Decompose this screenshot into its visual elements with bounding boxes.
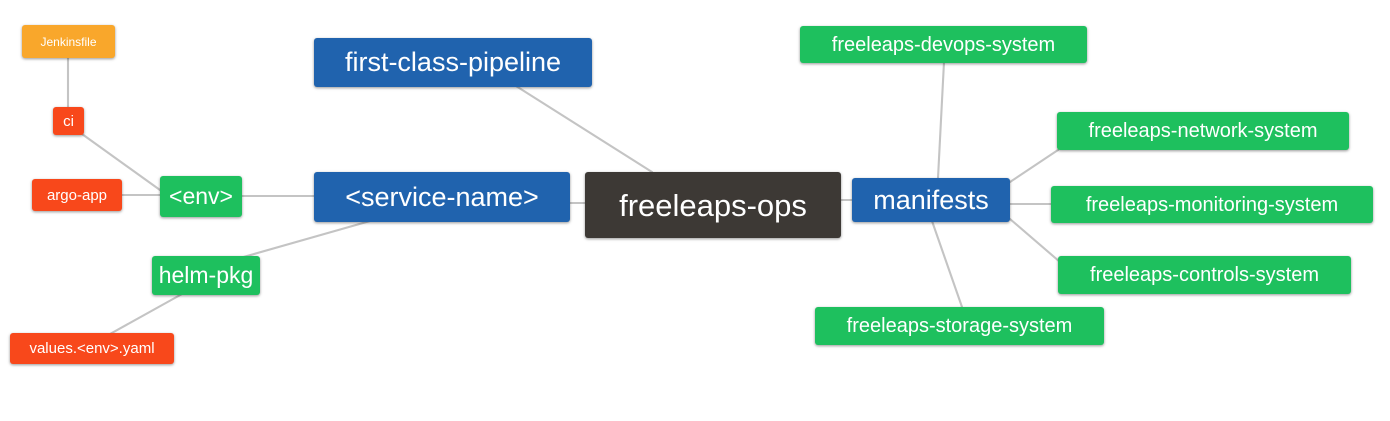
node-label: <service-name>: [345, 181, 539, 212]
node-label: first-class-pipeline: [344, 47, 562, 77]
edge-valuesyaml-helmpkg: [108, 292, 184, 336]
node-label: values.<env>.yaml: [29, 340, 155, 357]
node-helm-pkg[interactable]: helm-pkg: [152, 256, 260, 295]
edge-manifests-devopssystem: [936, 60, 946, 180]
node-freeleaps-network-system[interactable]: freeleaps-network-system: [1057, 112, 1349, 150]
node-manifests[interactable]: manifests: [852, 178, 1010, 222]
node-jenkinsfile[interactable]: Jenkinsfile: [22, 25, 115, 58]
node-label: freeleaps-ops: [619, 187, 807, 223]
node-label: argo-app: [46, 186, 108, 204]
node-label: ci: [63, 112, 74, 130]
node-label: freeleaps-storage-system: [846, 315, 1073, 337]
node-ci[interactable]: ci: [53, 107, 84, 135]
node-label: freeleaps-controls-system: [1090, 264, 1319, 286]
node-freeleaps-storage-system[interactable]: freeleaps-storage-system: [815, 307, 1104, 345]
edge-firstclasspipeline-root: [514, 84, 654, 174]
node-argo-app[interactable]: argo-app: [32, 179, 122, 211]
edge-manifests-storagesystem: [930, 219, 964, 309]
node-label: helm-pkg: [158, 262, 254, 288]
node-label: Jenkinsfile: [40, 34, 97, 49]
edge-helmpkg-servicename: [238, 219, 372, 260]
edge-manifests-controlssystem: [1008, 217, 1062, 264]
edge-manifests-networksystem: [1008, 148, 1060, 184]
node-label: manifests: [873, 184, 989, 215]
node-label: freeleaps-network-system: [1088, 120, 1318, 142]
node-freeleaps-ops-root[interactable]: freeleaps-ops: [585, 172, 841, 238]
node-values-yaml[interactable]: values.<env>.yaml: [10, 333, 174, 364]
node-label: freeleaps-devops-system: [831, 33, 1056, 56]
node-label: freeleaps-monitoring-system: [1085, 193, 1339, 216]
node-first-class-pipeline[interactable]: first-class-pipeline: [314, 38, 592, 87]
node-freeleaps-monitoring-system[interactable]: freeleaps-monitoring-system: [1051, 186, 1373, 223]
node-service-name[interactable]: <service-name>: [314, 172, 570, 222]
node-env[interactable]: <env>: [160, 176, 242, 217]
node-freeleaps-devops-system[interactable]: freeleaps-devops-system: [800, 26, 1087, 63]
node-label: <env>: [169, 183, 233, 209]
node-freeleaps-controls-system[interactable]: freeleaps-controls-system: [1058, 256, 1351, 294]
